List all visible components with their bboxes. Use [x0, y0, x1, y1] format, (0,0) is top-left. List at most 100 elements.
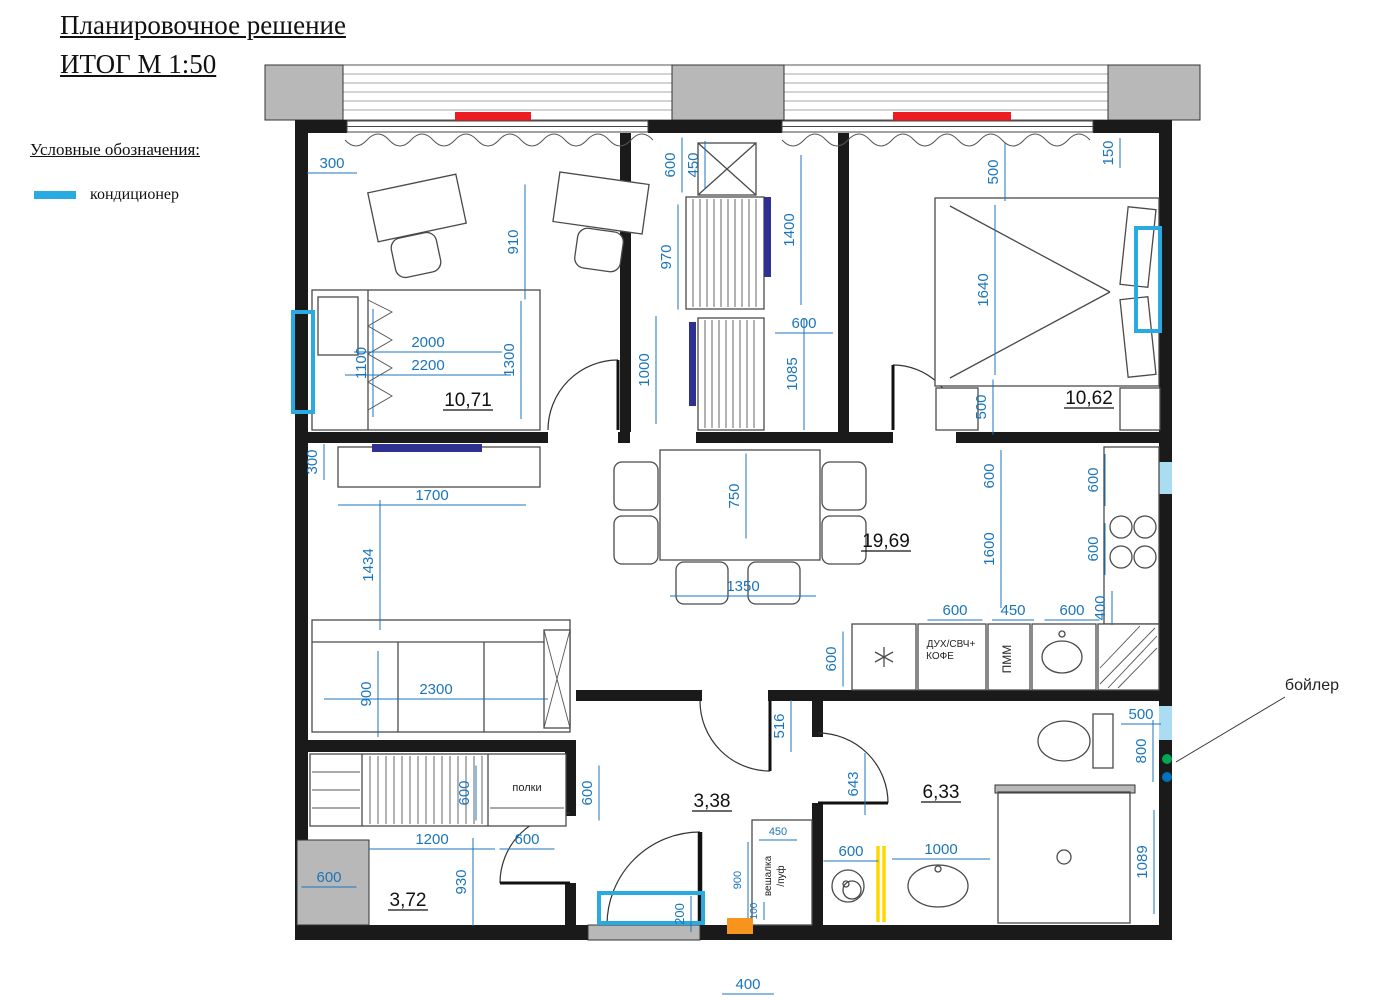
kitchen-sink [1041, 640, 1083, 674]
navy-bar-1 [764, 197, 771, 277]
dimension-label: 600 [791, 315, 816, 332]
room-area-label: 19,69 [862, 531, 910, 552]
pier-center [671, 64, 785, 121]
dimension-label: 1100 [353, 347, 370, 379]
boiler-dot-green [1162, 754, 1172, 764]
annotation-label: бойлер [1285, 677, 1339, 694]
sink-cabinet [1031, 623, 1097, 691]
navy-bar-2 [689, 322, 696, 406]
dimension-label: 500 [985, 159, 1002, 184]
furniture [309, 142, 1161, 926]
snowflake-icon [874, 647, 894, 667]
sofa [311, 619, 571, 733]
dishwasher [987, 623, 1031, 691]
dimension-label: 910 [505, 229, 522, 254]
pier-right [1107, 64, 1201, 121]
annotation-label: КОФЕ [926, 651, 954, 662]
page-title: Планировочное решение [60, 10, 346, 40]
dimension-label: 1434 [360, 548, 377, 581]
page-subtitle: ИТОГ М 1:50 [60, 49, 217, 80]
dimension-label: 400 [1092, 595, 1109, 620]
navy-bar-3 [372, 444, 482, 452]
curtain-right [781, 133, 1091, 147]
dimension-label: 600 [823, 646, 840, 671]
annotation-label: ПММ [1000, 645, 1014, 674]
dimension-label: 600 [316, 869, 341, 886]
dimension-label: 1000 [636, 353, 653, 386]
dimension-label: 450 [769, 826, 787, 838]
room-area-label: 10,71 [444, 390, 492, 411]
hob-burner [1109, 545, 1133, 569]
dimension-label: 1300 [501, 343, 518, 376]
dimension-label: 900 [732, 871, 744, 889]
threshold-icon [727, 918, 753, 934]
dimension-label: 1400 [781, 213, 798, 246]
room-area-label: 3,72 [390, 890, 427, 911]
wardrobe-unit [309, 753, 567, 827]
radiator-right-icon [893, 112, 1011, 122]
legend-item-ac: кондиционер [34, 186, 200, 204]
dimension-label: 300 [304, 449, 321, 474]
dimension-label: 600 [662, 152, 679, 177]
title-block: Планировочное решение ИТОГ М 1:50 [60, 6, 346, 84]
dimension-label: 930 [453, 869, 470, 894]
annotation-label: вешалка [763, 855, 774, 896]
room-area-label: 3,38 [694, 791, 731, 812]
dimension-label: 1089 [1134, 845, 1151, 878]
ac-entry-icon [597, 891, 705, 925]
door-entry-living [699, 700, 772, 772]
dimension-label: 2300 [419, 681, 452, 698]
shower [994, 784, 1136, 924]
ac-symbol-icon [34, 191, 76, 199]
dimension-label: 600 [514, 831, 539, 848]
dimension-label: 600 [1059, 602, 1084, 619]
drainboard [1097, 623, 1160, 691]
vent-shaft [697, 142, 757, 196]
dimension-label: 643 [845, 771, 862, 796]
dimension-label: 1700 [415, 487, 448, 504]
dimension-label: 450 [685, 152, 702, 177]
kitchen [851, 446, 1160, 691]
dimension-label: 500 [1128, 706, 1153, 723]
dimension-label: 2000 [411, 334, 444, 351]
dimension-label: 600 [1085, 467, 1102, 492]
dimension-label: 1200 [415, 831, 448, 848]
dimension-label: 300 [319, 155, 344, 172]
wardrobe-hall-2 [697, 317, 765, 431]
dimension-label: 600 [942, 602, 967, 619]
dimension-label: 1000 [924, 841, 957, 858]
boiler-leader-line [1175, 696, 1286, 763]
coat-rack-pouf [751, 819, 813, 926]
desk-1 [367, 173, 467, 279]
markers [291, 197, 1286, 934]
bed-double [934, 197, 1160, 387]
windows [344, 120, 1172, 740]
oven-microwave [917, 623, 987, 691]
toilet [1037, 713, 1114, 769]
bed-child [311, 289, 541, 431]
dimension-label: 200 [672, 903, 687, 925]
dimension-label: 750 [726, 483, 743, 508]
facade-band [264, 64, 1201, 122]
ac-left-icon [291, 310, 315, 414]
annotation-label: полки [512, 782, 541, 794]
room-area-label: 10,62 [1065, 388, 1113, 409]
curtain-left [344, 133, 654, 147]
dimension-label: 1350 [726, 578, 759, 595]
vent-window-kitchen [1159, 462, 1172, 494]
dimension-label: 970 [658, 244, 675, 269]
dimension-label: 2200 [411, 357, 444, 374]
annotation-label: /пуф [775, 865, 787, 886]
dimension-label: 600 [981, 463, 998, 488]
hob-burner [1133, 545, 1157, 569]
wardrobe-hall-1 [685, 196, 765, 310]
dimension-label: 600 [1085, 536, 1102, 561]
dimension-label: 900 [358, 681, 375, 706]
washbasin [907, 864, 969, 908]
hob-burner [1133, 515, 1157, 539]
dimension-label: 150 [1100, 140, 1117, 165]
